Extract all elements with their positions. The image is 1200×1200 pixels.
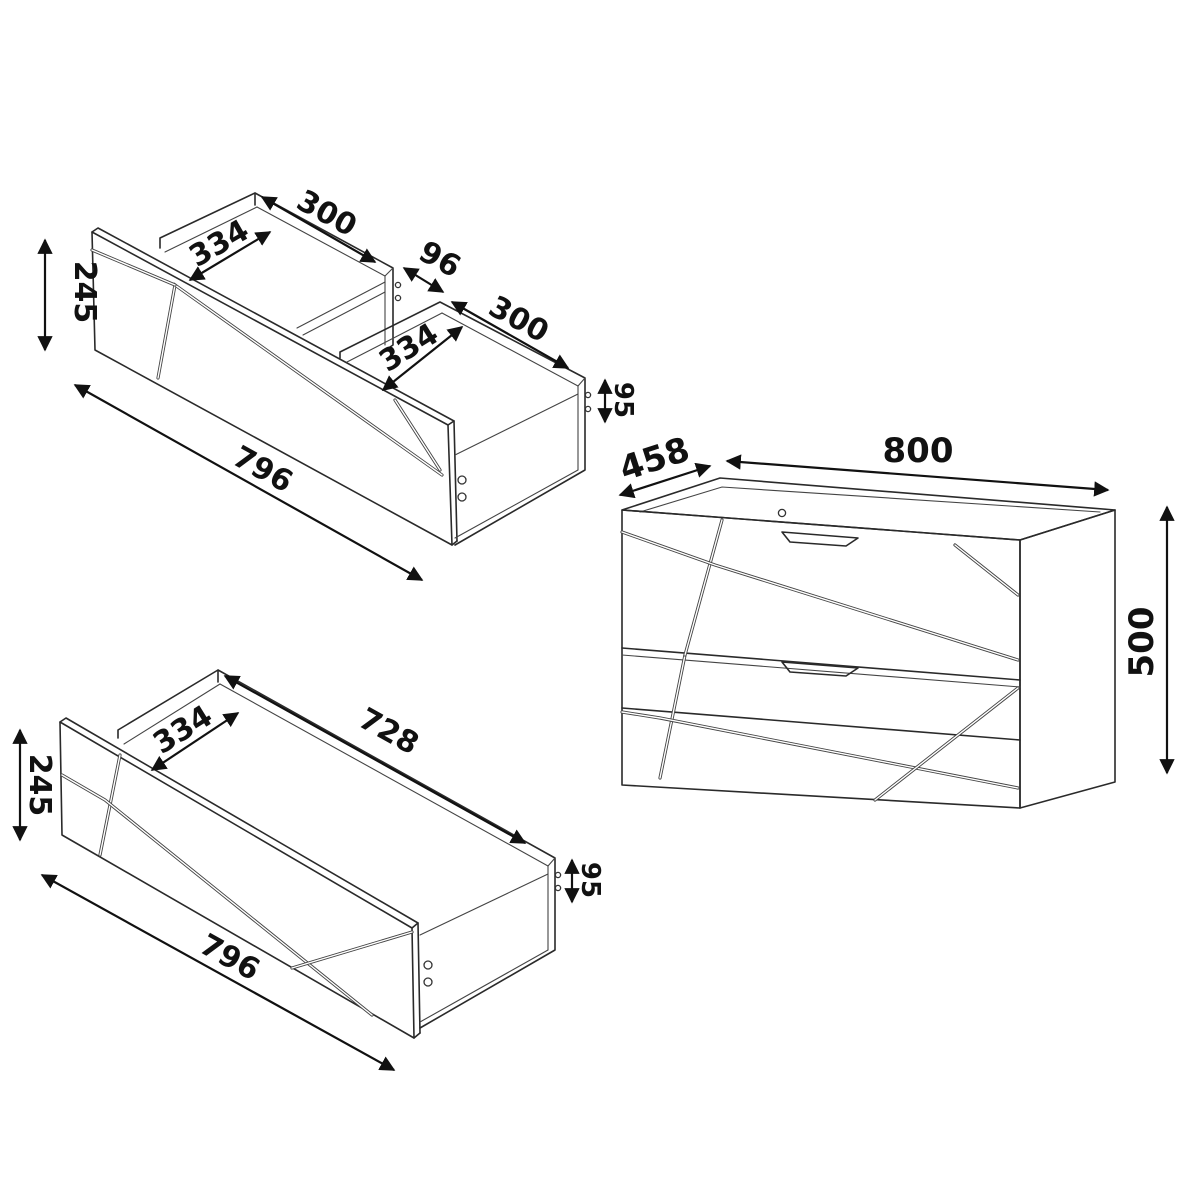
dim-arrow-bottom-depth <box>223 675 527 844</box>
dim-cabinet-height: 500 <box>1122 607 1162 678</box>
dim-arrow-bottom-length <box>40 874 396 1071</box>
bottom-drawer-body <box>59 669 562 1039</box>
dim-cabinet-width: 800 <box>883 431 954 471</box>
bottom-drawer: 245 796 334 728 95 <box>12 669 605 1071</box>
cabinet: 458 800 500 <box>615 430 1175 809</box>
dim-arrow-top-right-depth <box>450 301 570 369</box>
dim-bottom-width: 334 <box>147 699 219 762</box>
dim-arrow-top-right-width <box>381 326 464 391</box>
dim-arrow-cabinet-depth <box>618 462 712 499</box>
dim-cabinet-depth: 458 <box>615 430 695 490</box>
dim-bottom-box-height: 95 <box>575 862 605 898</box>
dim-arrow-top-length <box>73 384 424 581</box>
top-drawer: 245 796 300 334 96 300 334 95 <box>37 183 638 581</box>
cabinet-body <box>620 477 1116 809</box>
top-drawer-body <box>90 192 592 546</box>
dim-arrow-top-divider <box>402 267 445 293</box>
dim-arrow-cabinet-width <box>725 454 1110 497</box>
dim-top-drawer-height: 245 <box>67 261 102 324</box>
dim-arrow-top-left-width <box>188 231 272 281</box>
dim-bottom-drawer-height: 245 <box>22 754 57 817</box>
dim-top-box-height: 95 <box>608 382 638 418</box>
dim-arrow-top-left-depth <box>260 196 377 263</box>
